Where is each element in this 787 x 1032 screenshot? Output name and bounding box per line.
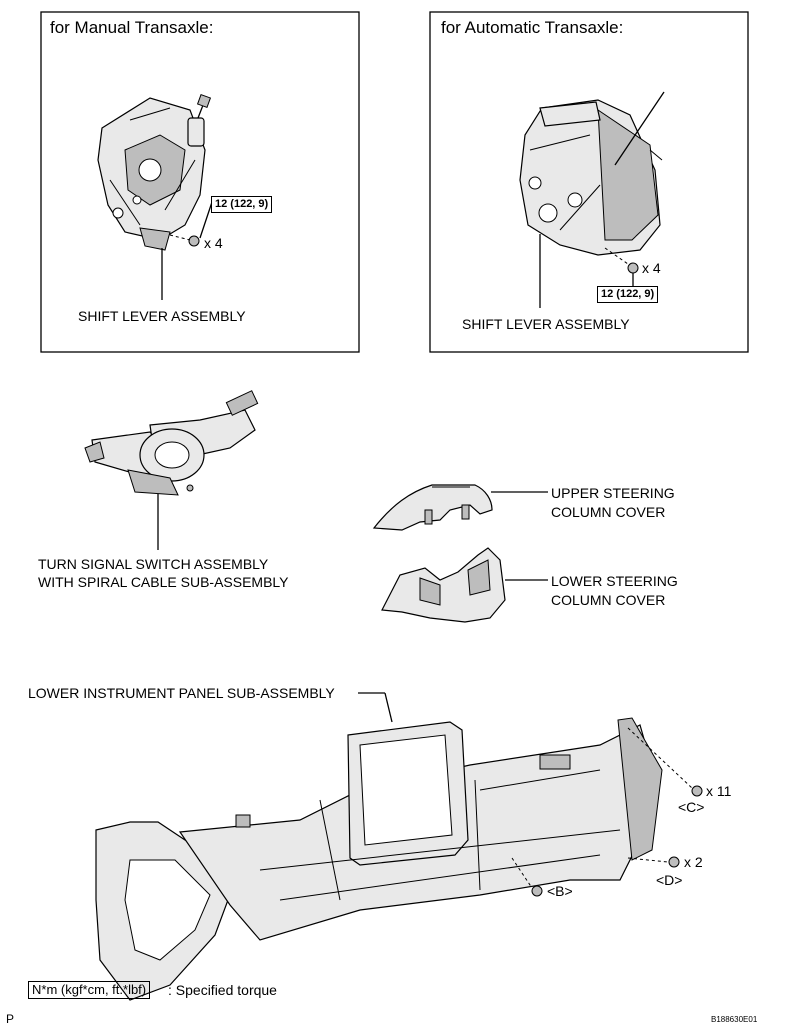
page-letter: P (6, 1012, 15, 1026)
auto-torque-callout: 12 (122, 9) (597, 286, 659, 303)
legend-text: : Specified torque (168, 982, 277, 998)
auto-fastener-qty: x 4 (642, 260, 661, 276)
turn-signal-label-line1: TURN SIGNAL SWITCH ASSEMBLY (38, 556, 269, 572)
instrument-panel-label: LOWER INSTRUMENT PANEL SUB-ASSEMBLY (28, 685, 335, 701)
turn-signal-label-line2: WITH SPIRAL CABLE SUB-ASSEMBLY (38, 574, 289, 590)
manual-shift-lever-drawing (97, 93, 213, 300)
fastener-d-qty: x 2 (684, 854, 703, 870)
upper-column-cover-drawing (372, 484, 548, 531)
turn-signal-switch-drawing (84, 390, 259, 550)
figure-id: B188630E01 (711, 1015, 758, 1024)
manual-panel-title: for Manual Transaxle: (50, 18, 214, 37)
upper-cover-label-line2: COLUMN COVER (551, 504, 666, 520)
lower-cover-label-line1: LOWER STEERING (551, 573, 678, 589)
manual-torque-callout: 12 (122, 9) (211, 196, 273, 213)
upper-cover-label-line1: UPPER STEERING (551, 485, 675, 501)
lower-column-cover-drawing (381, 547, 548, 623)
auto-shift-lever-drawing (519, 91, 665, 308)
fastener-d-label: <D> (656, 872, 683, 888)
auto-panel-title: for Automatic Transaxle: (441, 18, 624, 37)
lower-cover-label-line2: COLUMN COVER (551, 592, 666, 608)
legend-torque-unit-box: N*m (kgf*cm, ft.*lbf) (28, 981, 151, 1000)
instrument-panel-drawing (95, 692, 703, 1001)
auto-panel-frame (429, 11, 749, 353)
fastener-c-qty: x 11 (706, 783, 732, 799)
manual-part-label: SHIFT LEVER ASSEMBLY (78, 308, 246, 324)
fastener-c-label: <C> (678, 799, 705, 815)
fastener-b-label: <B> (547, 883, 573, 899)
auto-part-label: SHIFT LEVER ASSEMBLY (462, 316, 630, 332)
manual-panel-frame (40, 11, 360, 353)
manual-fastener-qty: x 4 (204, 235, 223, 251)
